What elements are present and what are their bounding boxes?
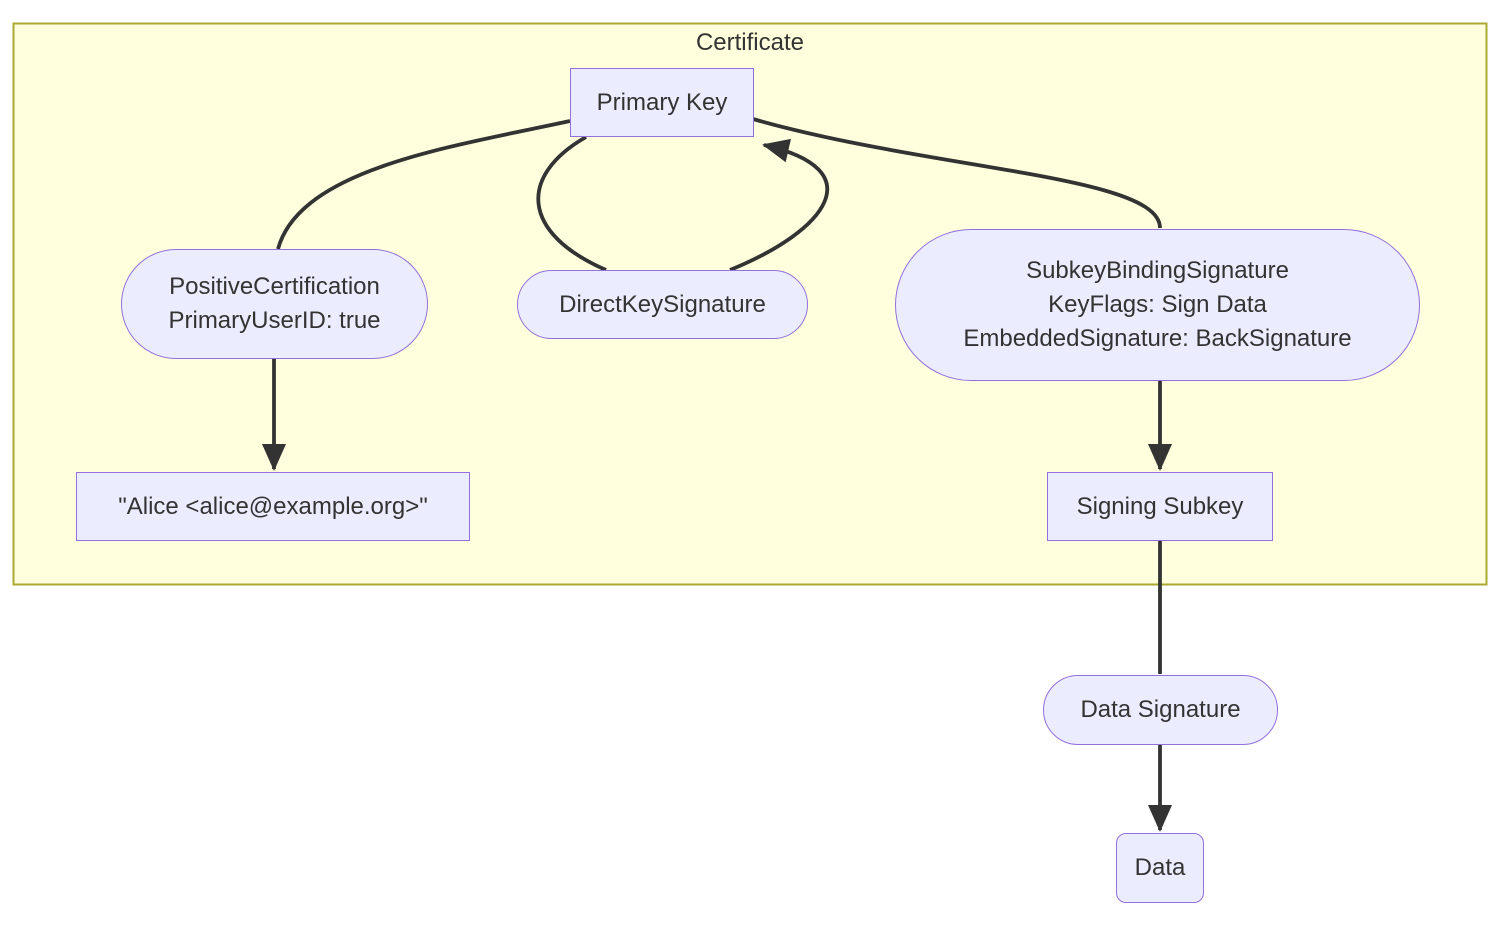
node-positive-certification-line1: PositiveCertification <box>169 273 380 300</box>
node-positive-certification-line2: PrimaryUserID: true <box>168 307 381 334</box>
node-subkey-binding-signature-line2: KeyFlags: Sign Data <box>1048 291 1267 318</box>
node-user-id: "Alice <alice@example.org>" <box>76 472 470 541</box>
edge-primarykey-directkeysignature <box>536 135 607 272</box>
node-signing-subkey-label: Signing Subkey <box>1076 492 1244 520</box>
node-subkey-binding-signature-line1: SubkeyBindingSignature <box>1026 257 1289 284</box>
node-subkey-binding-signature-line3: EmbeddedSignature: BackSignature <box>963 325 1352 352</box>
edge-primarykey-positivecertification <box>276 119 571 250</box>
edge-primarykey-subkeybindingsignature <box>752 117 1162 229</box>
node-direct-key-signature-label: DirectKeySignature <box>559 290 766 318</box>
node-data-signature: Data Signature <box>1043 675 1278 745</box>
node-data: Data <box>1116 833 1204 903</box>
node-positive-certification: PositiveCertification PrimaryUserID: tru… <box>121 249 428 359</box>
node-subkey-binding-signature: SubkeyBindingSignature KeyFlags: Sign Da… <box>895 229 1420 381</box>
node-direct-key-signature: DirectKeySignature <box>517 270 808 339</box>
certificate-subgraph-title: Certificate <box>695 29 805 56</box>
node-data-signature-label: Data Signature <box>1080 696 1241 723</box>
node-primary-key-label: Primary Key <box>596 88 728 116</box>
node-data-label: Data <box>1134 854 1186 881</box>
node-user-id-label: "Alice <alice@example.org>" <box>118 492 428 520</box>
edge-directkeysignature-primarykey <box>729 138 830 272</box>
node-primary-key: Primary Key <box>570 68 754 137</box>
node-signing-subkey: Signing Subkey <box>1047 472 1273 541</box>
